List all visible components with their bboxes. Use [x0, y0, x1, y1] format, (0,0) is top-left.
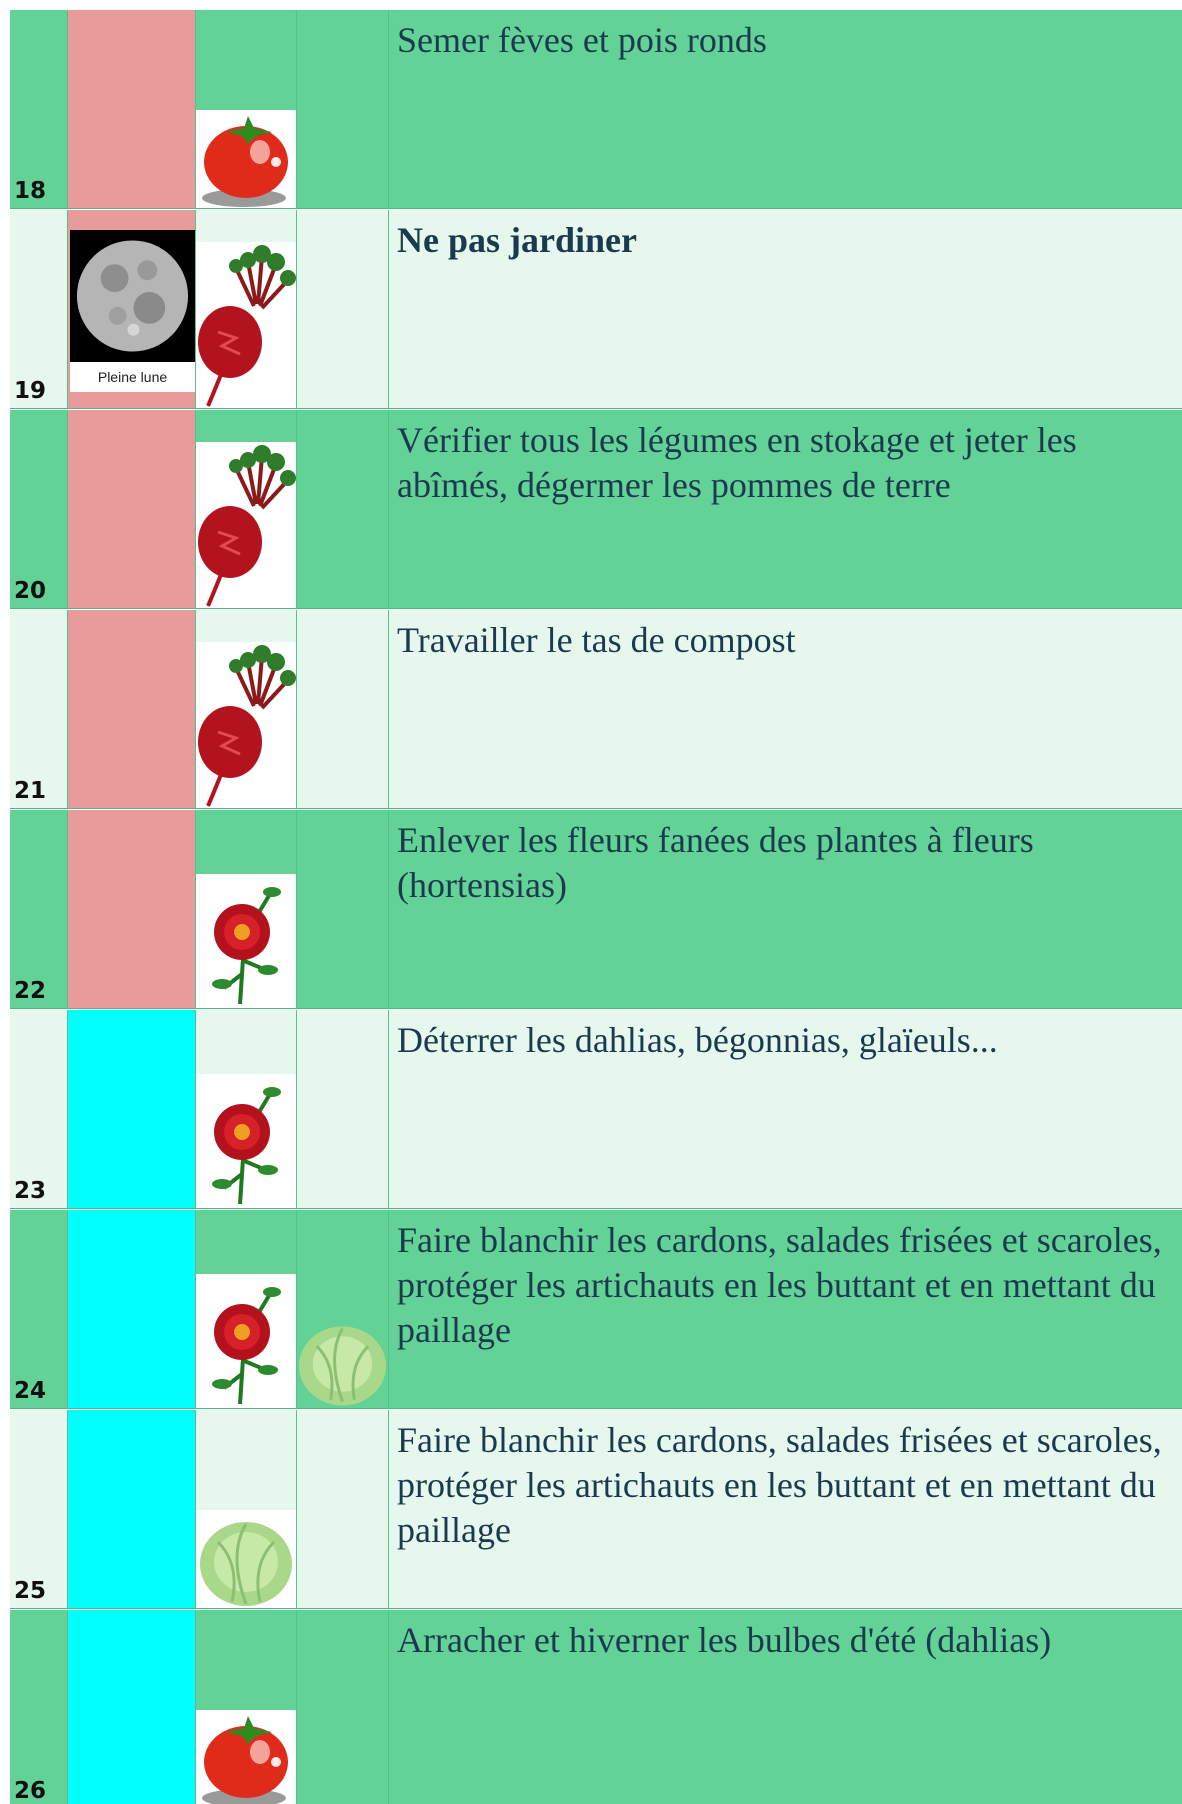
table-row: 25 Faire blanchir les cardons, salades f… [10, 1410, 1182, 1609]
day-cell: 19 [10, 210, 68, 408]
day-cell: 18 [10, 10, 68, 208]
table-row: 20 Vérifier tous les légumes en stokage … [10, 410, 1182, 609]
table-row: 18 Semer fèves et pois ronds [10, 10, 1182, 209]
plant-type-cell [196, 1410, 297, 1608]
plant-type-cell [196, 1210, 297, 1408]
flower-icon [196, 1074, 296, 1208]
plant-type-cell-2 [297, 10, 389, 208]
full-moon-icon: Pleine lune [70, 230, 195, 392]
plant-type-cell-2 [297, 410, 389, 608]
moon-phase-cell [68, 1010, 196, 1208]
plant-type-cell-2 [297, 610, 389, 808]
plant-type-cell [196, 1610, 297, 1804]
day-cell: 21 [10, 610, 68, 808]
moon-phase-cell [68, 810, 196, 1008]
plant-type-cell-2 [297, 810, 389, 1008]
table-row: 21 Travailler le tas de compost [10, 610, 1182, 809]
day-number: 19 [14, 378, 47, 404]
plant-type-cell [196, 810, 297, 1008]
cabbage-icon [196, 1510, 296, 1608]
task-text: Ne pas jardiner [397, 220, 637, 260]
day-cell: 20 [10, 410, 68, 608]
plant-type-cell-2 [297, 1010, 389, 1208]
day-number: 21 [14, 778, 47, 804]
cabbage-icon [297, 1316, 388, 1408]
moon-phase-cell [68, 10, 196, 208]
table-row: 22 Enlever les fleurs fanées des plantes… [10, 810, 1182, 1009]
plant-type-cell-2 [297, 1610, 389, 1804]
tomato-icon [196, 1710, 296, 1804]
table-row: 19 Pleine lune [10, 210, 1182, 409]
plant-type-cell [196, 1010, 297, 1208]
day-cell: 22 [10, 810, 68, 1008]
moon-phase-cell [68, 1610, 196, 1804]
day-cell: 26 [10, 1610, 68, 1804]
moon-phase-cell: Pleine lune [68, 210, 196, 408]
moon-phase-cell [68, 410, 196, 608]
plant-type-cell-2 [297, 1210, 389, 1408]
day-number: 26 [14, 1778, 47, 1804]
table-row: 24 Fair [10, 1210, 1182, 1409]
task-text: Faire blanchir les cardons, salades fris… [397, 1220, 1162, 1350]
moon-phase-cell [68, 1210, 196, 1408]
task-text: Enlever les fleurs fanées des plantes à … [397, 820, 1034, 905]
table-row: 26 Arracher et hiverner les bulbes d'été… [10, 1610, 1182, 1804]
task-text: Vérifier tous les légumes en stokage et … [397, 420, 1077, 505]
plant-type-cell [196, 610, 297, 808]
beet-icon [196, 442, 296, 608]
plant-type-cell-2 [297, 210, 389, 408]
task-text: Travailler le tas de compost [397, 620, 796, 660]
beet-icon [196, 642, 296, 808]
flower-icon [196, 1274, 296, 1408]
day-cell: 24 [10, 1210, 68, 1408]
lunar-garden-calendar: 18 Semer fèves et pois ronds 19 [10, 10, 1182, 1804]
moon-phase-cell [68, 610, 196, 808]
flower-icon [196, 874, 296, 1008]
day-number: 18 [14, 178, 47, 204]
task-text: Faire blanchir les cardons, salades fris… [397, 1420, 1162, 1550]
plant-type-cell [196, 210, 297, 408]
plant-type-cell [196, 410, 297, 608]
task-text: Arracher et hiverner les bulbes d'été (d… [397, 1620, 1052, 1660]
day-number: 22 [14, 978, 47, 1004]
day-number: 20 [14, 578, 47, 604]
moon-caption: Pleine lune [70, 362, 195, 392]
plant-type-cell [196, 10, 297, 208]
day-cell: 23 [10, 1010, 68, 1208]
table-row: 23 Déterrer les dahlias, bégonnias, glaï… [10, 1010, 1182, 1209]
day-number: 24 [14, 1378, 47, 1404]
day-number: 23 [14, 1178, 47, 1204]
day-cell: 25 [10, 1410, 68, 1608]
plant-type-cell-2 [297, 1410, 389, 1608]
task-text: Semer fèves et pois ronds [397, 20, 767, 60]
tomato-icon [196, 110, 296, 208]
task-text: Déterrer les dahlias, bégonnias, glaïeul… [397, 1020, 998, 1060]
day-number: 25 [14, 1578, 47, 1604]
beet-icon [196, 242, 296, 408]
moon-phase-cell [68, 1410, 196, 1608]
